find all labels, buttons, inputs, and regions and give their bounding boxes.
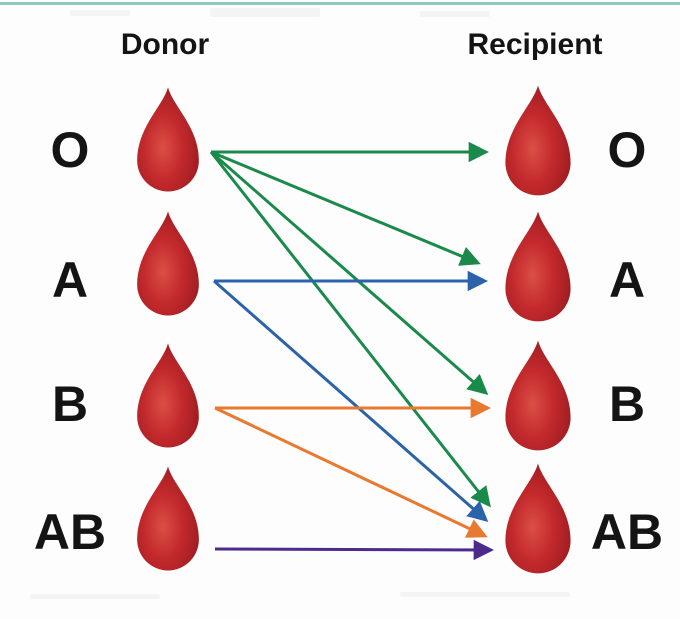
arrow-a-to-ab [213,279,489,523]
blood-drop-donor-b [137,343,199,448]
scan-artifact [70,10,130,16]
blood-drop-recipient-ab [505,463,571,574]
blood-drop-recipient-o [505,85,571,196]
donor-o-label: O [50,122,90,178]
scan-artifact [400,592,570,597]
donor-ab-label: AB [33,504,107,560]
scan-artifact [420,11,490,17]
blood-drop-donor-ab [137,466,199,571]
arrow-o-to-ab [209,151,491,508]
blood-drop-recipient-a [505,211,571,322]
top-border-line [0,2,680,5]
recipient-a-label: A [608,252,646,308]
blood-drop-donor-a [137,211,199,316]
recipient-ab-label: AB [590,504,664,560]
recipient-b-label: B [608,376,646,432]
blood-drop-recipient-b [505,340,571,451]
arrow-o-to-b [210,150,489,396]
donor-column-header: Donor [120,28,210,61]
donor-b-label: B [51,376,89,432]
scan-artifact [30,594,160,599]
arrow-b-to-ab [214,406,488,538]
blood-drop-donor-o [137,87,199,192]
arrow-ab-to-ab [214,539,495,561]
donor-a-label: A [51,252,89,308]
recipient-o-label: O [607,122,647,178]
recipient-column-header: Recipient [467,28,603,61]
scan-artifact [210,8,320,17]
arrow-o-to-a [210,150,481,266]
